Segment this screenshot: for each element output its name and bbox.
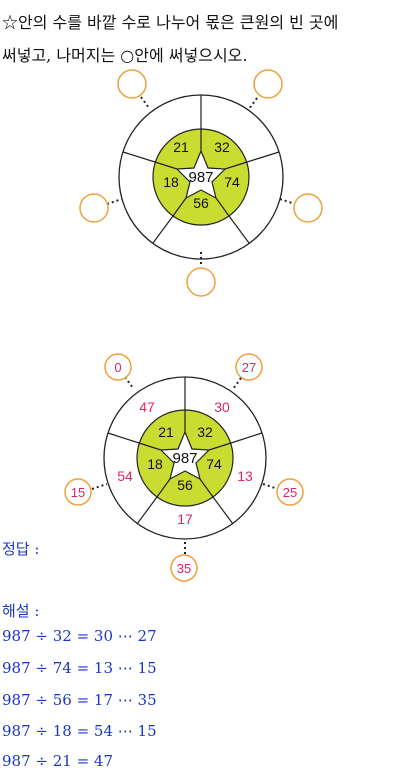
outer-divider bbox=[230, 432, 263, 444]
dotted-connector bbox=[91, 483, 108, 490]
divisor: 74 bbox=[224, 174, 240, 190]
remainder: 25 bbox=[283, 485, 297, 500]
divisor: 21 bbox=[158, 424, 174, 440]
dotted-connector bbox=[232, 377, 242, 390]
divisor: 21 bbox=[173, 139, 189, 155]
inner-divider bbox=[172, 197, 187, 217]
remainder-circle-empty bbox=[117, 69, 147, 99]
remainder-circle-empty bbox=[186, 267, 216, 297]
remainder: 15 bbox=[71, 485, 85, 500]
remainder: 35 bbox=[177, 561, 191, 576]
divisor: 32 bbox=[214, 139, 230, 155]
explanation-line: 987 ÷ 32 = 30 ⋯ 27 bbox=[2, 627, 157, 645]
remainder-circle-empty bbox=[293, 193, 323, 223]
quotient: 47 bbox=[139, 399, 155, 415]
explanation-line: 987 ÷ 18 = 54 ⋯ 15 bbox=[2, 722, 157, 740]
quotient: 13 bbox=[237, 468, 253, 484]
explanation-line: 987 ÷ 74 = 13 ⋯ 15 bbox=[2, 659, 157, 677]
inner-divider bbox=[138, 442, 162, 451]
remainder: 27 bbox=[242, 360, 256, 375]
inner-divider bbox=[224, 161, 248, 170]
inner-divider bbox=[208, 442, 232, 451]
inner-divider bbox=[199, 478, 214, 498]
dotted-connector bbox=[140, 96, 150, 109]
remainder-circle-empty bbox=[79, 193, 109, 223]
remainder-circle bbox=[235, 353, 263, 381]
remainder-circle bbox=[276, 478, 304, 506]
outer-divider bbox=[152, 215, 174, 244]
divisor: 18 bbox=[163, 174, 179, 190]
dotted-connector bbox=[279, 198, 296, 205]
question-text: ☆안의 수를 바깥 수로 나누어 몫은 큰원의 빈 곳에 써넣고, 나머지는 ○… bbox=[2, 6, 398, 72]
center-star bbox=[159, 430, 211, 481]
dotted-connector bbox=[248, 97, 258, 110]
outer-divider bbox=[122, 151, 156, 163]
remainder: 0 bbox=[114, 360, 121, 375]
inner-divider bbox=[156, 478, 171, 498]
remainder-circle bbox=[104, 353, 132, 381]
inner-divider bbox=[154, 161, 178, 170]
center-number: 987 bbox=[172, 450, 197, 467]
outer-divider bbox=[136, 496, 158, 525]
quotient: 54 bbox=[117, 468, 133, 484]
outer-divider bbox=[107, 432, 140, 444]
question-line-1: ☆안의 수를 바깥 수로 나누어 몫은 큰원의 빈 곳에 bbox=[2, 13, 339, 32]
divisor: 32 bbox=[197, 424, 213, 440]
divisor: 56 bbox=[177, 477, 193, 493]
explanation-line: 987 ÷ 56 = 17 ⋯ 35 bbox=[2, 691, 157, 709]
quotient: 30 bbox=[214, 399, 230, 415]
remainder-circle bbox=[170, 554, 198, 582]
center-star bbox=[175, 149, 227, 200]
divisor: 56 bbox=[193, 195, 209, 211]
dotted-connector bbox=[262, 483, 279, 490]
inner-divider bbox=[215, 197, 230, 217]
explanation-label: 해설 : bbox=[2, 602, 40, 620]
outer-divider bbox=[212, 496, 234, 525]
outer-divider bbox=[228, 215, 250, 244]
remainder-circle bbox=[64, 478, 92, 506]
divisor: 18 bbox=[147, 456, 163, 472]
outer-divider bbox=[246, 151, 280, 163]
dotted-connector bbox=[106, 198, 123, 205]
dotted-connector bbox=[124, 376, 134, 389]
divisor: 74 bbox=[206, 456, 222, 472]
answer-label: 정답 : bbox=[2, 540, 40, 558]
quotient: 17 bbox=[177, 511, 193, 527]
question-line-2: 써넣고, 나머지는 ○안에 써넣으시오. bbox=[2, 46, 248, 65]
remainder-circle-empty bbox=[253, 69, 283, 99]
explanation-line: 987 ÷ 21 = 47 bbox=[2, 752, 114, 770]
question-diagram: 987 32 74 56 18 21 bbox=[79, 69, 323, 297]
answer-diagram: 987 32 74 56 18 21 30 13 17 54 47 0 27 2… bbox=[64, 353, 304, 582]
center-number: 987 bbox=[188, 169, 213, 186]
